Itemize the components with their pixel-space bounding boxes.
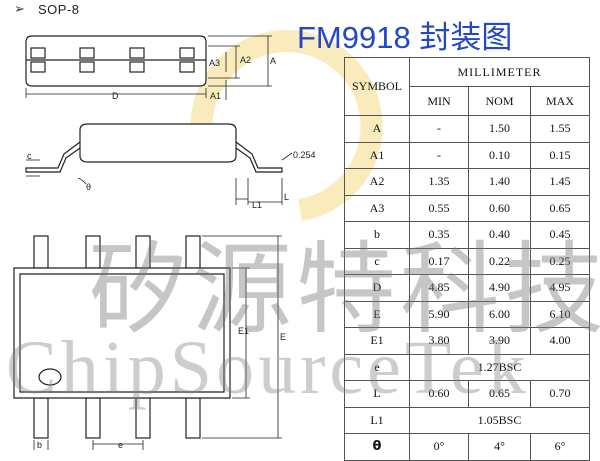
dimension-table: SYMBOL MILLIMETER MIN NOM MAX A - 1.50 1… xyxy=(344,57,590,461)
cell-max: 0.70 xyxy=(530,380,590,408)
col-header-min: MIN xyxy=(409,86,469,116)
cell-min: 5.90 xyxy=(409,300,469,328)
cell-max: 6° xyxy=(530,433,590,461)
cell-symbol: D xyxy=(344,274,410,302)
cell-nom: 0.40 xyxy=(468,221,531,249)
dim-label-theta: θ xyxy=(86,182,91,192)
table-row: A2 1.35 1.40 1.45 xyxy=(344,168,590,196)
bullet-arrow: ➢ xyxy=(14,1,25,16)
cell-symbol: A1 xyxy=(344,141,410,169)
cell-min: - xyxy=(409,141,469,169)
cell-symbol: e xyxy=(344,353,410,381)
dim-label-A2: A2 xyxy=(240,55,251,65)
cell-nom: 0.22 xyxy=(468,247,531,275)
cell-symbol: L1 xyxy=(344,406,410,434)
dim-label-E1: E1 xyxy=(238,326,249,336)
cell-min: 0° xyxy=(409,433,469,461)
table-row: E 5.90 6.00 6.10 xyxy=(344,300,590,328)
package-name: SOP-8 xyxy=(38,2,80,17)
dim-label-L1: L1 xyxy=(252,200,262,210)
cell-symbol: E1 xyxy=(344,327,410,355)
cell-max: 1.55 xyxy=(530,115,590,143)
cell-span: 1.27BSC xyxy=(409,353,590,381)
col-header-max: MAX xyxy=(530,86,590,116)
cell-max: 4.00 xyxy=(530,327,590,355)
dim-label-D: D xyxy=(112,91,119,101)
dim-label-E: E xyxy=(280,332,286,342)
dim-label-A3: A3 xyxy=(209,58,220,68)
dim-label-e: e xyxy=(118,440,123,450)
cell-symbol: A xyxy=(344,115,410,143)
cell-min: 0.60 xyxy=(409,380,469,408)
cell-max: 0.15 xyxy=(530,141,590,169)
col-header-nom: NOM xyxy=(468,86,531,116)
cell-max: 6.10 xyxy=(530,300,590,328)
cell-symbol: θ xyxy=(344,433,410,461)
cell-nom: 0.60 xyxy=(468,194,531,222)
table-row: c 0.17 0.22 0.25 xyxy=(344,247,590,275)
cell-max: 4.95 xyxy=(530,274,590,302)
dim-label-b: b xyxy=(37,440,42,450)
cell-min: - xyxy=(409,115,469,143)
cell-min: 0.35 xyxy=(409,221,469,249)
table-row: L 0.60 0.65 0.70 xyxy=(344,380,590,408)
cell-nom: 0.10 xyxy=(468,141,531,169)
package-drawing: D A A2 A3 A1 c θ 0.254 L1 L xyxy=(13,30,383,450)
table-row: A3 0.55 0.60 0.65 xyxy=(344,194,590,222)
cell-max: 0.45 xyxy=(530,221,590,249)
table-row: D 4.85 4.90 4.95 xyxy=(344,274,590,302)
page-title: FM9918 封装图 xyxy=(297,20,513,55)
cell-symbol: A3 xyxy=(344,194,410,222)
cell-nom: 1.50 xyxy=(468,115,531,143)
cell-max: 0.65 xyxy=(530,194,590,222)
cell-symbol: c xyxy=(344,247,410,275)
table-row: A1 - 0.10 0.15 xyxy=(344,141,590,169)
dim-label-L: L xyxy=(284,192,289,202)
table-row: L1 1.05BSC xyxy=(344,406,590,434)
cell-nom: 4° xyxy=(468,433,531,461)
cell-min: 1.35 xyxy=(409,168,469,196)
cell-max: 0.25 xyxy=(530,247,590,275)
middle-side-view xyxy=(25,123,283,173)
top-view xyxy=(13,235,231,439)
table-subheader-row: MIN NOM MAX xyxy=(345,86,590,116)
cell-min: 0.55 xyxy=(409,194,469,222)
cell-min: 0.17 xyxy=(409,247,469,275)
cell-symbol: E xyxy=(344,300,410,328)
cell-min: 4.85 xyxy=(409,274,469,302)
table-row: E1 3.80 3.90 4.00 xyxy=(344,327,590,355)
table-row: θ 0° 4° 6° xyxy=(344,433,590,461)
table-row: A - 1.50 1.55 xyxy=(344,115,590,143)
cell-nom: 3.90 xyxy=(468,327,531,355)
cell-nom: 1.40 xyxy=(468,168,531,196)
table-row: b 0.35 0.40 0.45 xyxy=(344,221,590,249)
cell-symbol: A2 xyxy=(344,168,410,196)
cell-max: 1.45 xyxy=(530,168,590,196)
cell-nom: 6.00 xyxy=(468,300,531,328)
table-row: e 1.27BSC xyxy=(344,353,590,381)
dim-label-A1: A1 xyxy=(210,91,221,101)
cell-symbol: L xyxy=(344,380,410,408)
table-header-row: SYMBOL MILLIMETER xyxy=(344,57,590,116)
symbol-header: SYMBOL xyxy=(344,57,410,116)
dim-label-A: A xyxy=(270,56,276,66)
cell-symbol: b xyxy=(344,221,410,249)
dim-label-c: c xyxy=(27,151,32,161)
cell-min: 3.80 xyxy=(409,327,469,355)
top-side-view xyxy=(25,35,207,87)
dim-label-gauge: 0.254 xyxy=(293,150,316,160)
cell-span: 1.05BSC xyxy=(409,406,590,434)
unit-header: MILLIMETER xyxy=(409,57,590,87)
cell-nom: 4.90 xyxy=(468,274,531,302)
cell-nom: 0.65 xyxy=(468,380,531,408)
